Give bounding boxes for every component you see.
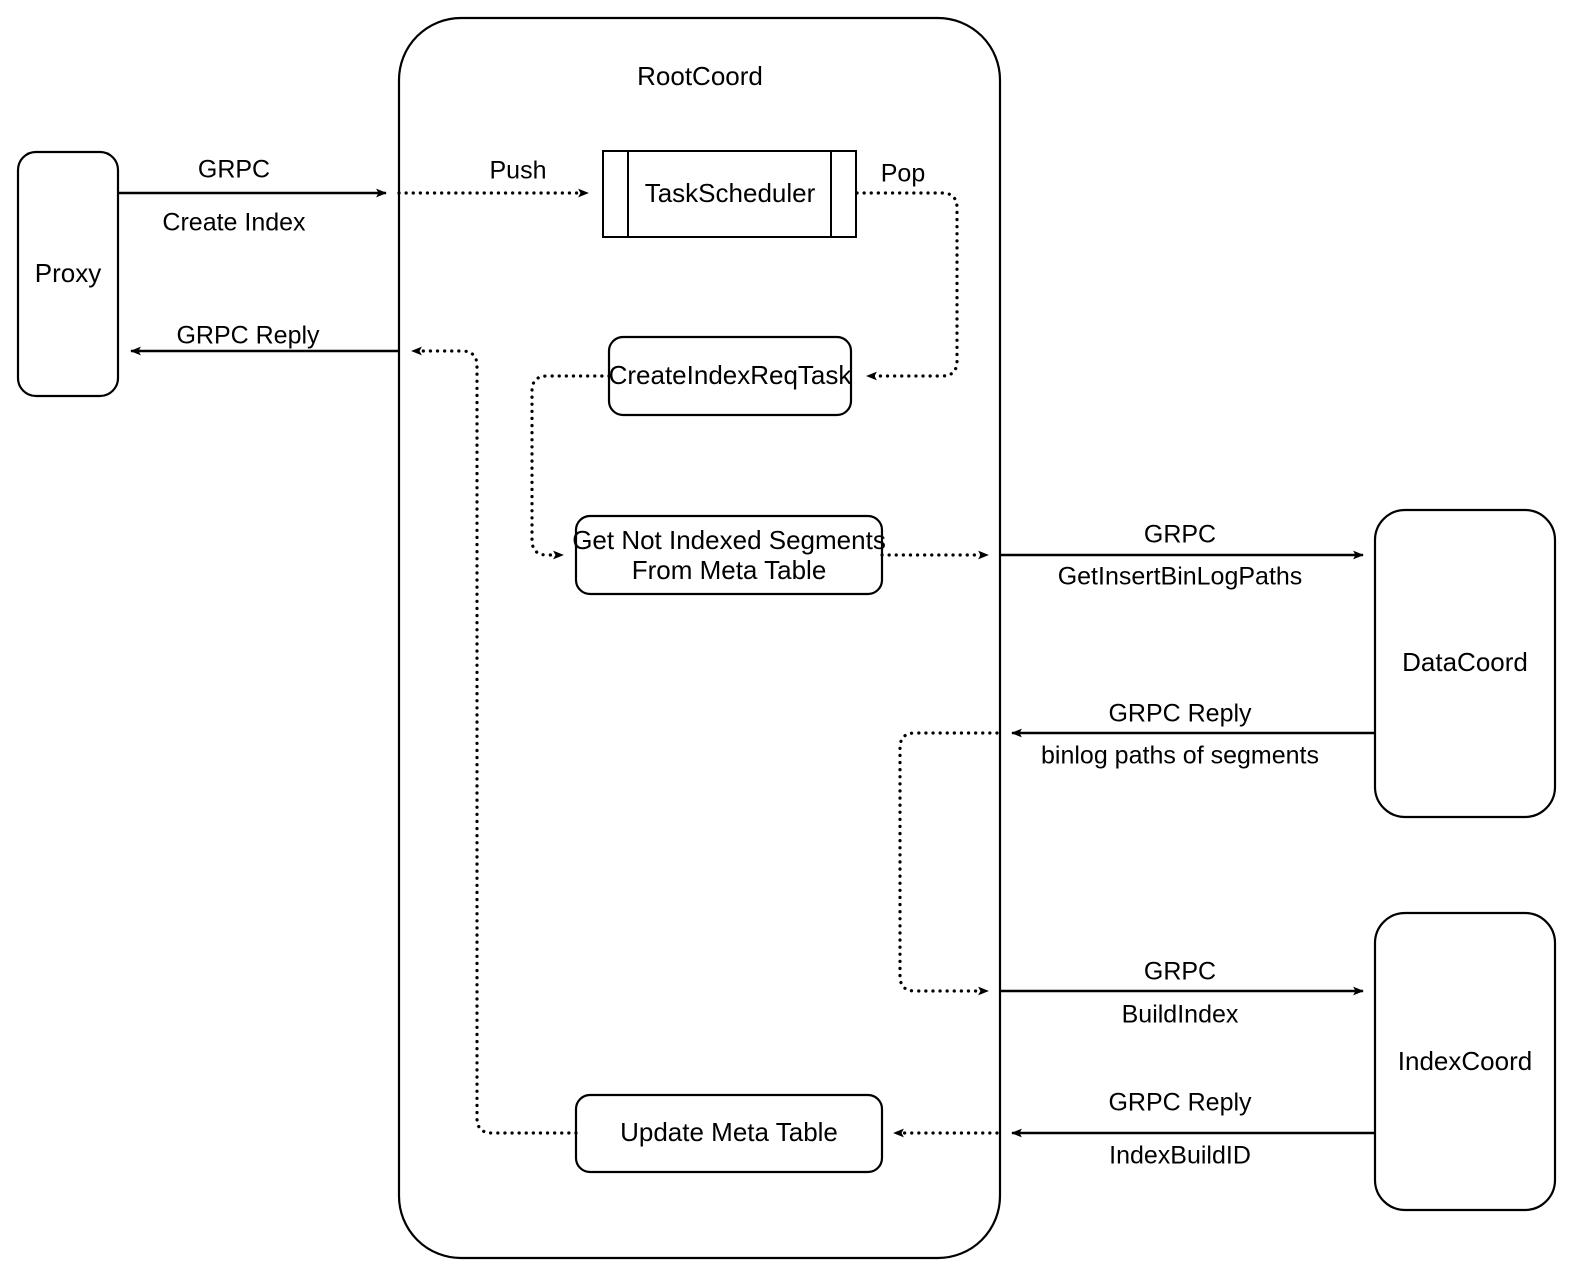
rootcoord-container-shape	[397, 16, 1002, 1260]
edge-indexcoord-to-rootcoord-label-line2: IndexBuildID	[1109, 1142, 1251, 1170]
edge-rootcoord-to-datacoord-label-line2: GetInsertBinLogPaths	[1058, 563, 1303, 591]
data-coord-label: DataCoord	[1402, 647, 1528, 677]
edge-datacoord-to-rootcoord-label-line2: binlog paths of segments	[1041, 742, 1319, 770]
edge-update-meta-table-to-reply	[410, 346, 578, 1135]
edge-proxy-to-rootcoord-label-line1: GRPC	[198, 156, 270, 184]
node-update-meta-table[interactable]: Update Meta Table	[574, 1093, 884, 1174]
get-not-indexed-segments-label-line1: Get Not Indexed Segments	[572, 525, 886, 555]
edge-proxy-to-rootcoord: GRPC Create Index	[118, 156, 387, 237]
edge-datacoord-to-rootcoord: GRPC Reply binlog paths of segments	[1011, 700, 1375, 770]
edge-rootcoord-to-datacoord-label-line1: GRPC	[1144, 521, 1216, 549]
edge-rootcoord-to-proxy: GRPC Reply	[130, 322, 399, 356]
rootcoord-title: RootCoord	[637, 61, 763, 91]
index-coord-label: IndexCoord	[1398, 1046, 1532, 1076]
get-not-indexed-segments-label-line2: From Meta Table	[632, 555, 827, 585]
task-scheduler-label: TaskScheduler	[645, 178, 816, 208]
edge-datacoord-to-rootcoord-label-line1: GRPC Reply	[1108, 700, 1252, 728]
edge-binlog-reply-to-buildindex	[898, 731, 999, 996]
edge-indexcoord-to-rootcoord: GRPC Reply IndexBuildID	[1011, 1089, 1375, 1170]
node-data-coord[interactable]: DataCoord	[1373, 508, 1557, 819]
node-task-scheduler[interactable]: TaskScheduler	[602, 150, 857, 238]
rootcoord-container: RootCoord	[397, 16, 1002, 1260]
update-meta-table-label: Update Meta Table	[620, 1117, 838, 1147]
edge-rootcoord-to-indexcoord: GRPC BuildIndex	[1000, 958, 1364, 1029]
edge-pop-label: Pop	[881, 160, 925, 188]
task-scheduler-box-shape	[602, 150, 857, 238]
edge-rootcoord-to-proxy-label: GRPC Reply	[176, 322, 320, 350]
edge-proxy-to-rootcoord-label-line2: Create Index	[162, 209, 306, 237]
edge-indexcoord-to-rootcoord-label-line1: GRPC Reply	[1108, 1089, 1252, 1117]
node-index-coord[interactable]: IndexCoord	[1373, 911, 1557, 1212]
node-get-not-indexed-segments[interactable]: Get Not Indexed Segments From Meta Table	[572, 514, 886, 596]
index-coord-box-shape	[1373, 911, 1557, 1212]
edge-rootcoord-to-indexcoord-label-line2: BuildIndex	[1122, 1001, 1239, 1029]
node-create-index-req-task[interactable]: CreateIndexReqTask	[607, 335, 853, 417]
edge-update-meta-table-to-reply-line	[410, 346, 578, 1135]
edge-push-label: Push	[490, 157, 547, 185]
edge-pop-line	[855, 191, 959, 381]
create-index-req-task-label: CreateIndexReqTask	[609, 360, 853, 390]
edge-rootcoord-to-indexcoord-label-line1: GRPC	[1144, 958, 1216, 986]
edge-pop: Pop	[855, 160, 959, 381]
edge-binlog-reply-to-buildindex-line	[898, 731, 999, 996]
proxy-label: Proxy	[35, 258, 101, 288]
proxy-box-shape	[16, 150, 120, 398]
node-proxy[interactable]: Proxy	[16, 150, 120, 398]
edge-rootcoord-to-datacoord: GRPC GetInsertBinLogPaths	[1000, 521, 1364, 591]
edge-push: Push	[397, 157, 590, 198]
data-coord-box-shape	[1373, 508, 1557, 819]
